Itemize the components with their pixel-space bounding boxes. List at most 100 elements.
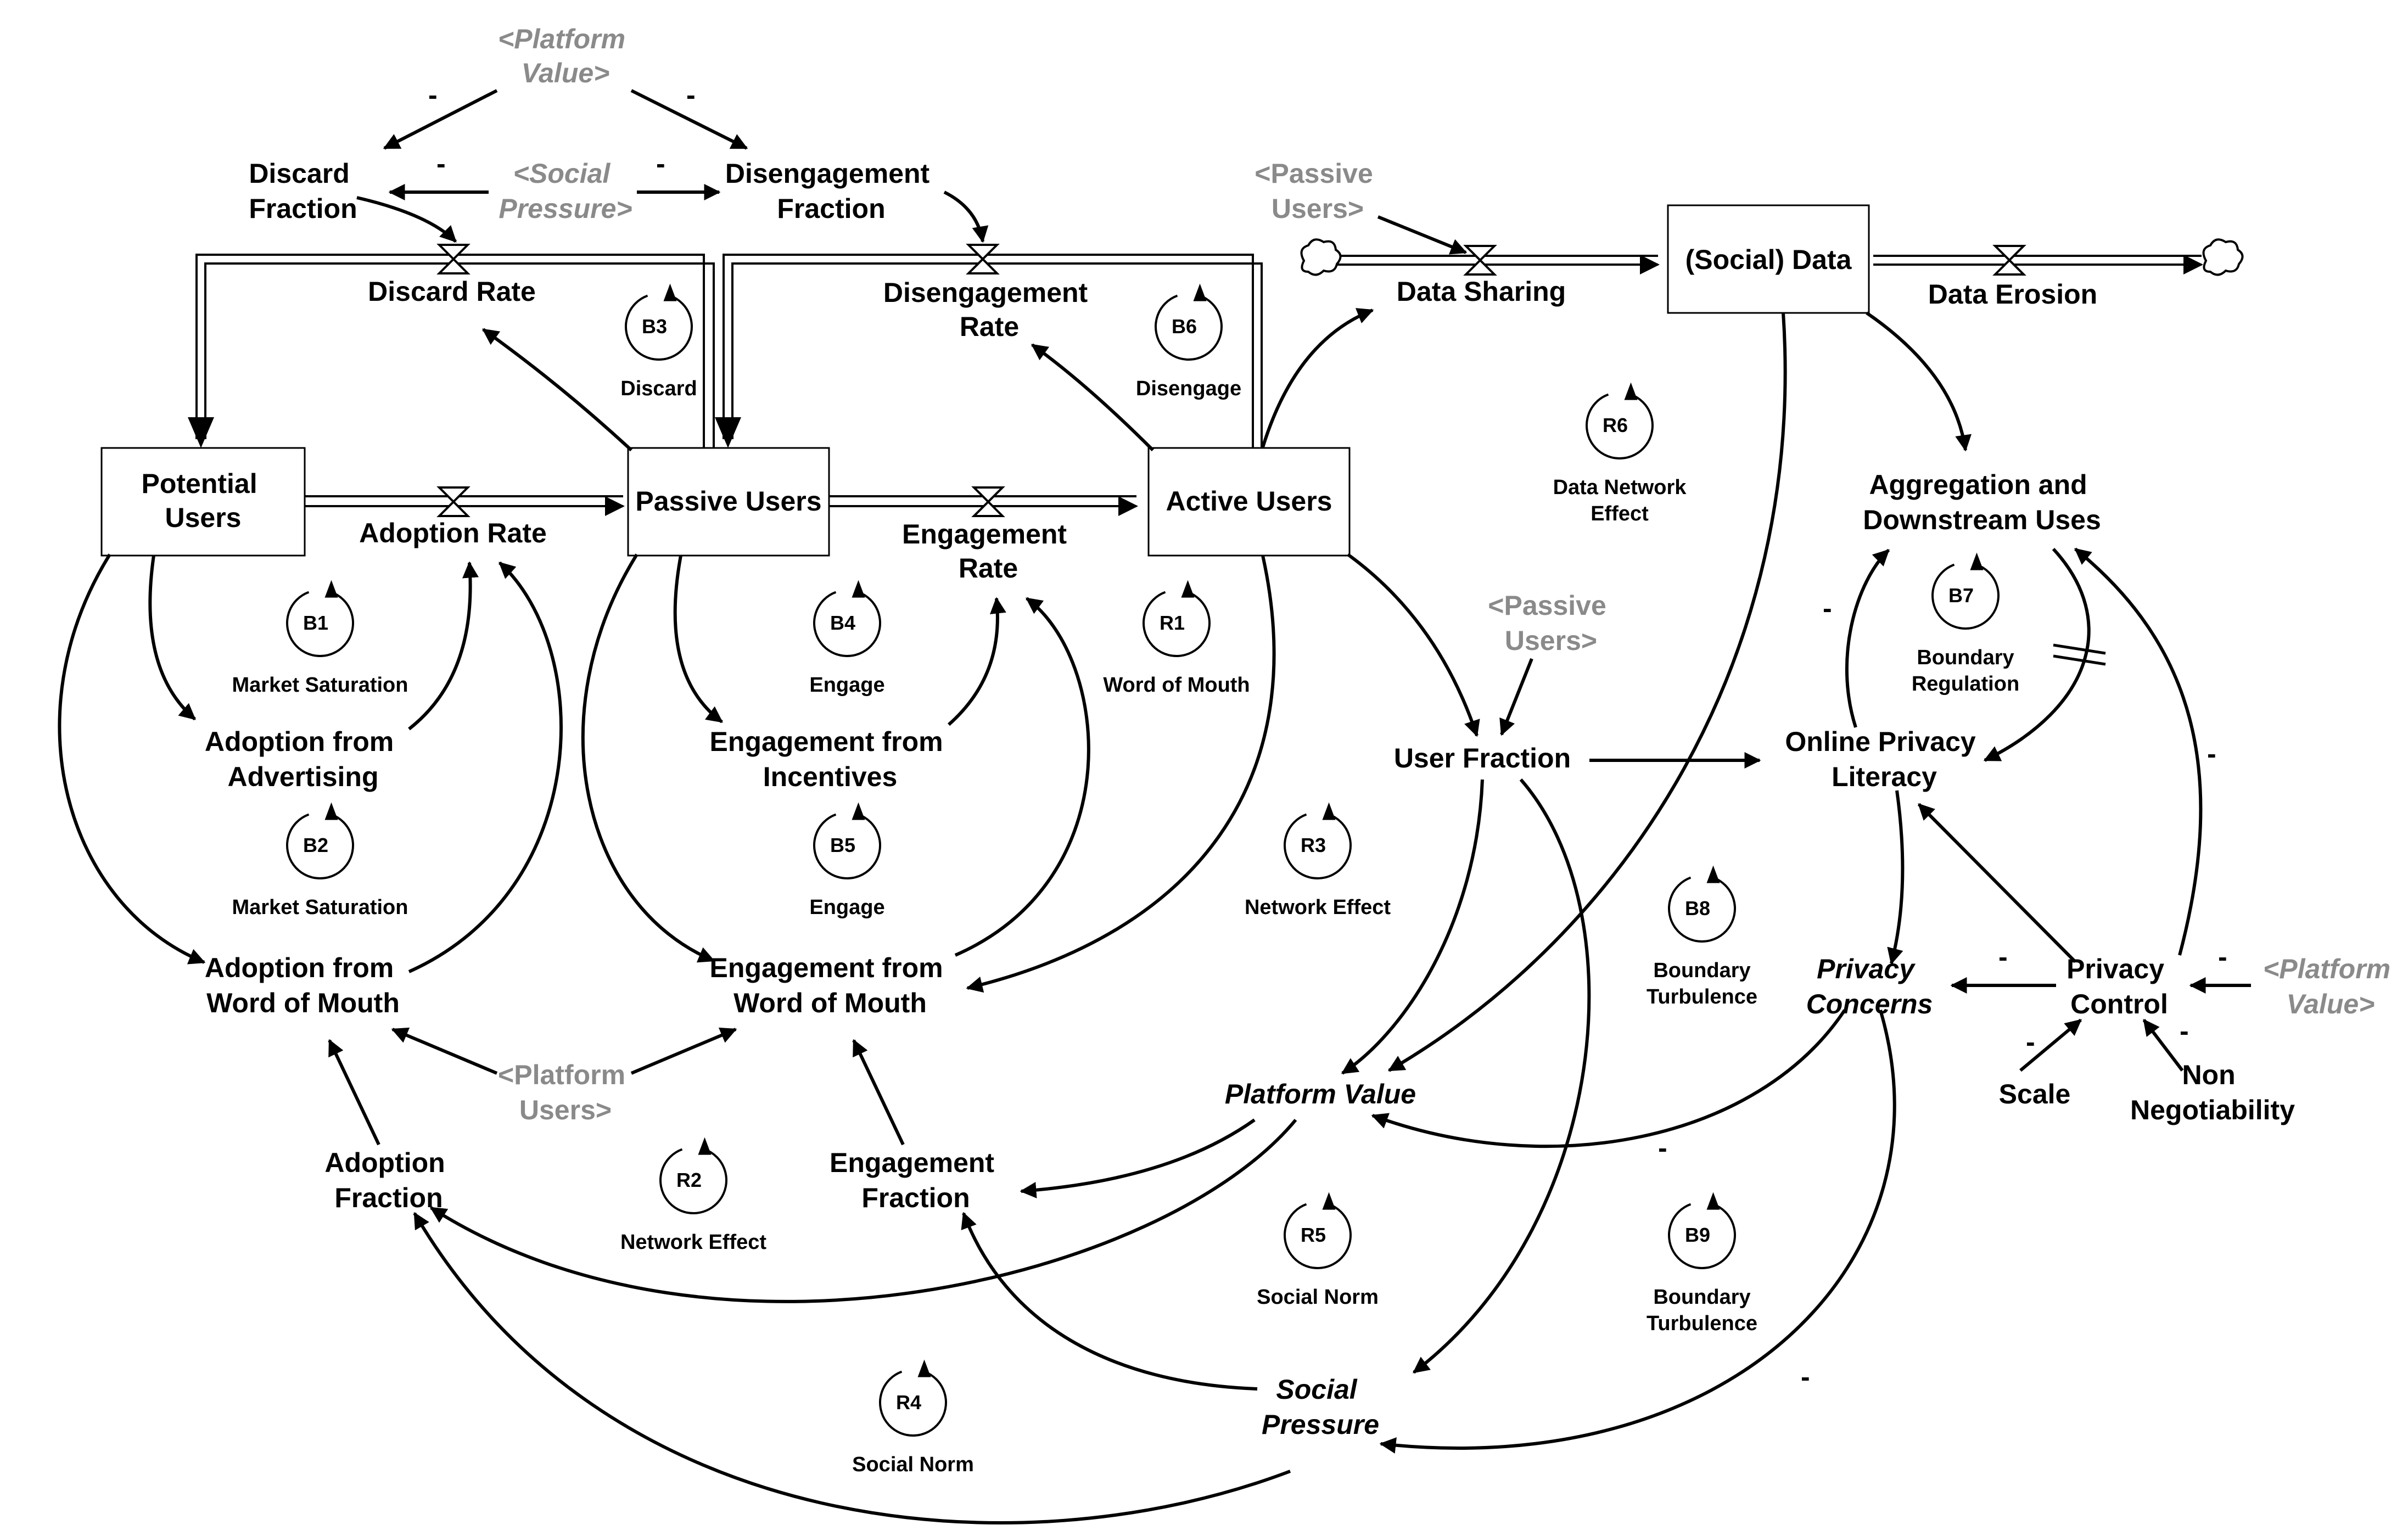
loop-name-label: Turbulence	[1647, 1312, 1757, 1335]
loop-name-label: Regulation	[1912, 672, 2019, 696]
shadow-social-pressure-top: <Social Pressure>	[499, 158, 632, 224]
polarity-mark: -	[1823, 593, 1832, 624]
loop-id-label: R4	[896, 1391, 921, 1414]
var-discard-fraction: Discard Fraction	[249, 158, 357, 224]
loop-ring	[659, 1148, 727, 1214]
var-online-privacy-literacy: Online Privacy Literacy	[1785, 726, 1983, 792]
shadow-platform-value-right: <Platform Value>	[2263, 954, 2398, 1019]
loop-id-label: B1	[303, 612, 328, 634]
polarity-mark: -	[2207, 738, 2216, 769]
loop-ring	[1668, 1203, 1736, 1269]
var-non-negotiability: Non Negotiability	[2130, 1059, 2295, 1125]
var-scale: Scale	[1999, 1079, 2071, 1109]
shadow-platform-value-top: <Platform Value>	[498, 24, 633, 88]
loop-name-label: Market Saturation	[232, 896, 408, 919]
polarity-mark: -	[428, 80, 438, 110]
polarity-mark: -	[2218, 941, 2227, 972]
loop-arrowhead	[917, 1359, 931, 1377]
loop-id-label: B8	[1685, 897, 1710, 920]
var-adoption-from-word-of-mouth: Adoption from Word of Mouth	[205, 952, 401, 1018]
flow-label-adoption-rate: Adoption Rate	[359, 518, 547, 548]
shadow-passive-users-mid: <Passive Users>	[1488, 590, 1614, 656]
polarity-mark: -	[1801, 1361, 1810, 1392]
loop-name-label: Disengage	[1136, 377, 1241, 400]
var-aggregation-downstream-uses: Aggregation and Downstream Uses	[1863, 469, 2101, 535]
var-engagement-from-word-of-mouth: Engagement from Word of Mouth	[710, 952, 951, 1018]
loop-ring	[1668, 876, 1736, 943]
loop-name-label: Market Saturation	[232, 674, 408, 697]
flow-label-engagement-rate: Engagement Rate	[902, 519, 1074, 584]
loop-name-label: Engage	[809, 674, 884, 697]
loop-name-label: Boundary	[1917, 646, 2014, 669]
loop-id-label: R3	[1301, 834, 1326, 856]
stock-social-data	[1667, 204, 1870, 314]
valve-adoption	[436, 486, 471, 517]
loop-arrowhead	[663, 283, 677, 301]
loop-id-label: R5	[1301, 1224, 1326, 1246]
loop-name-label: Social Norm	[1257, 1286, 1379, 1309]
loop-name-label: Boundary	[1653, 959, 1750, 982]
stock-label-active-users: Active Users	[1166, 486, 1332, 517]
stock-active-users	[1147, 447, 1351, 557]
loop-ring	[813, 813, 881, 879]
loop-id-label: B3	[642, 315, 667, 338]
loop-name-label: Network Effect	[1245, 896, 1391, 919]
loop-id-label: R6	[1603, 414, 1628, 436]
causal-links	[58, 89, 2251, 1525]
loop-name-label: Social Norm	[852, 1453, 974, 1476]
valve-engagement	[971, 486, 1005, 517]
loop-name-label: Engage	[809, 896, 884, 919]
loop-id-label: R2	[676, 1169, 702, 1191]
polarity-mark: -	[436, 148, 446, 179]
loop-ring	[286, 591, 354, 657]
loop-id-label: B2	[303, 834, 328, 856]
loop-id-label: B7	[1948, 584, 1974, 607]
loop-id-label: R1	[1160, 612, 1185, 634]
loop-ring	[1586, 393, 1654, 459]
loop-arrowhead	[1706, 1192, 1720, 1210]
stock-label-social-data: (Social) Data	[1685, 244, 1852, 275]
var-privacy-concerns: Privacy Concerns	[1806, 954, 1933, 1019]
loop-arrowhead	[852, 802, 865, 820]
var-engagement-fraction: Engagement Fraction	[830, 1147, 1002, 1213]
valve-data-sharing	[1463, 245, 1497, 276]
loop-ring	[625, 294, 693, 361]
loop-arrowhead	[1193, 283, 1207, 301]
loop-ring	[1284, 1203, 1352, 1269]
stock-label-passive-users: Passive Users	[635, 486, 821, 517]
var-platform-value: Platform Value	[1225, 1079, 1416, 1109]
loop-arrowhead	[1181, 580, 1195, 598]
source-cloud-icon	[1300, 238, 1342, 276]
var-adoption-fraction: Adoption Fraction	[324, 1147, 452, 1213]
polarity-mark: -	[2180, 1016, 2189, 1046]
valves	[436, 244, 2026, 517]
valve-discard	[436, 244, 471, 274]
valve-disengagement	[966, 244, 1000, 274]
loop-arrowhead	[324, 802, 338, 820]
loop-arrowhead	[698, 1137, 712, 1155]
loop-id-label: B4	[830, 612, 855, 634]
shadow-platform-users: <Platform Users>	[498, 1059, 633, 1125]
pipe-heads	[188, 417, 741, 448]
var-adoption-from-advertising: Adoption from Advertising	[205, 726, 401, 792]
loop-ring	[813, 591, 881, 657]
stock-label-potential-users: Potential Users	[141, 468, 265, 533]
loop-ring	[879, 1370, 947, 1437]
polarity-mark: -	[656, 148, 665, 179]
delay-mark	[2053, 643, 2106, 666]
loop-ring	[1155, 294, 1223, 361]
loop-ring	[1143, 591, 1211, 657]
